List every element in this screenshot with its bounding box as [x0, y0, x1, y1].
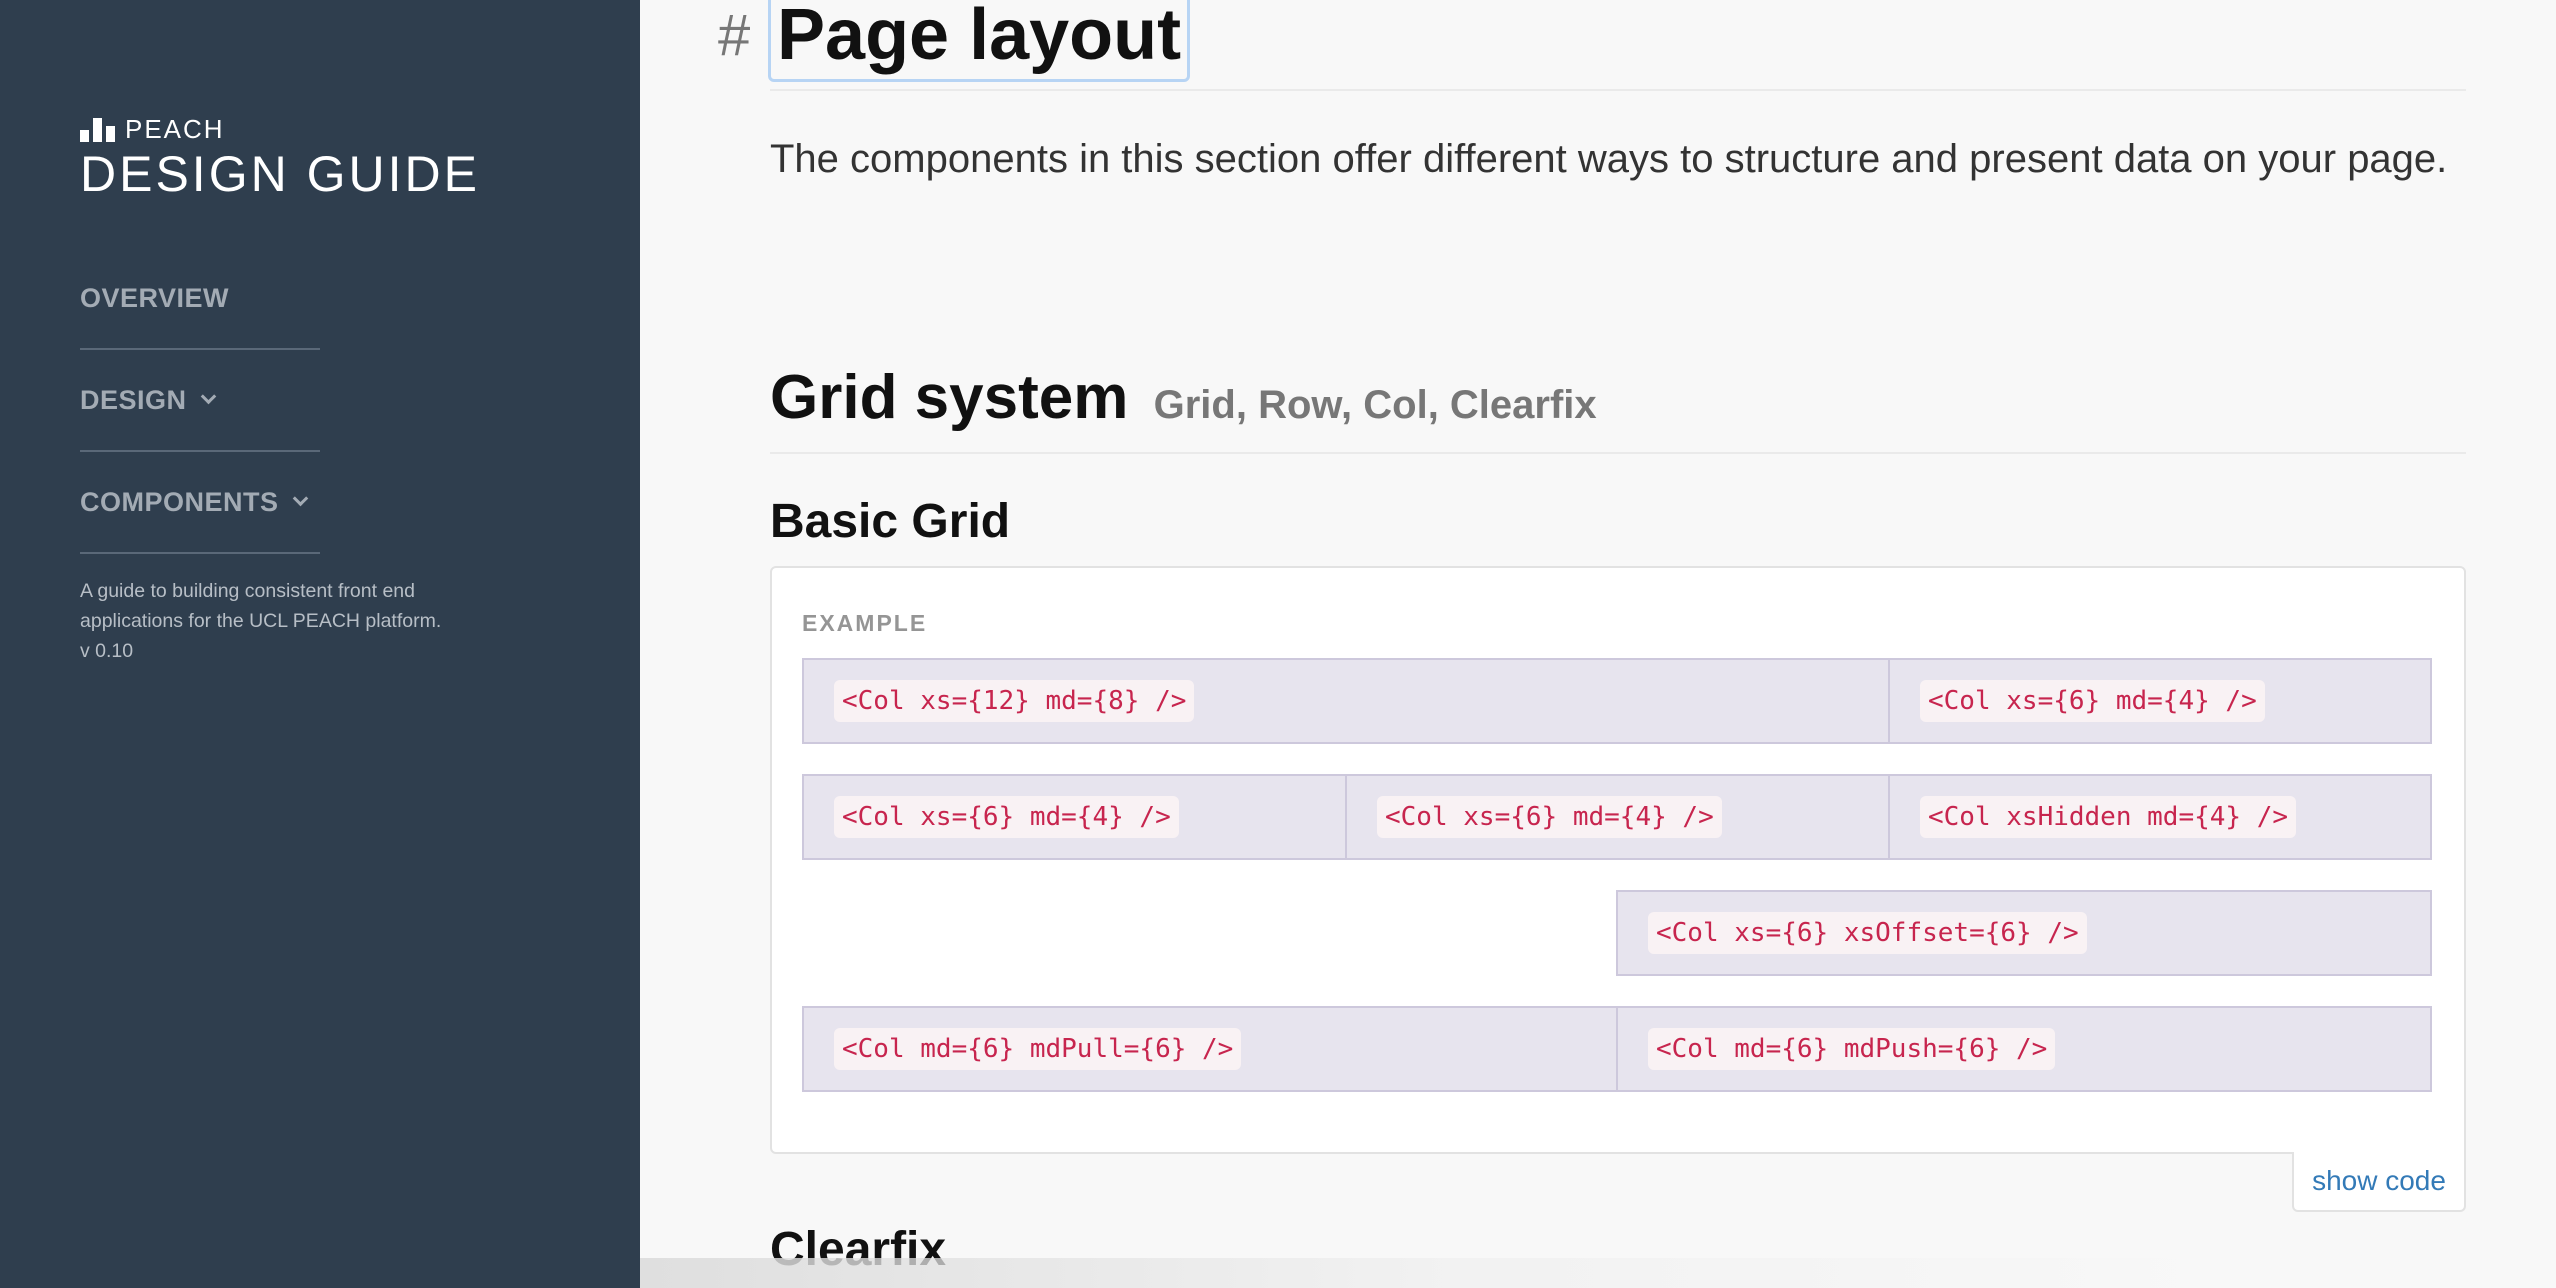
grid-col: <Col xs={6} md={4} />: [1888, 658, 2432, 744]
anchor-hash-link[interactable]: #: [718, 3, 751, 68]
nav-item-design[interactable]: DESIGN: [80, 350, 320, 452]
show-code-button[interactable]: show code: [2292, 1152, 2466, 1212]
divider: [770, 89, 2466, 91]
subsection-heading-basic-grid: Basic Grid: [770, 495, 1011, 548]
nav-item-label: OVERVIEW: [80, 282, 230, 313]
bar-chart-icon: [80, 118, 115, 142]
main-content: # Page layout The components in this sec…: [640, 0, 2556, 1288]
grid-col: <Col xs={6} md={4} />: [802, 774, 1347, 860]
grid-col: <Col md={6} mdPull={6} />: [802, 1006, 1618, 1092]
nav-item-overview[interactable]: OVERVIEW: [80, 248, 320, 350]
heading-subtitle: Grid, Row, Col, Clearfix: [1153, 383, 1597, 427]
code-snippet: <Col xs={6} xsOffset={6} />: [1648, 912, 2087, 954]
chevron-down-icon: [292, 490, 308, 506]
example-panel: EXAMPLE <Col xs={12} md={8} /> <Col xs={…: [770, 566, 2466, 1154]
logo-title: DESIGN GUIDE: [80, 146, 480, 202]
logo-brand: PEACH: [125, 114, 225, 144]
nav-item-components[interactable]: COMPONENTS: [80, 452, 320, 554]
chevron-down-icon: [200, 388, 216, 404]
grid-col: <Col xs={12} md={8} />: [802, 658, 1890, 744]
grid-col: <Col md={6} mdPush={6} />: [1616, 1006, 2432, 1092]
sidebar-nav: OVERVIEW DESIGN COMPONENTS: [80, 248, 320, 554]
nav-item-label: DESIGN: [80, 384, 187, 415]
code-snippet: <Col md={6} mdPull={6} />: [834, 1028, 1242, 1070]
grid-col: <Col xs={6} xsOffset={6} />: [1616, 890, 2432, 976]
scroll-shadow: [640, 1258, 2240, 1288]
sidebar-description: A guide to building consistent front end…: [80, 576, 500, 666]
logo[interactable]: PEACH DESIGN GUIDE: [80, 112, 480, 202]
code-snippet: <Col xsHidden md={4} />: [1920, 796, 2297, 838]
description-line: applications for the UCL PEACH platform.: [80, 610, 442, 632]
lead-paragraph: The components in this section offer dif…: [770, 137, 2448, 181]
page-title: Page layout: [768, 0, 1191, 82]
version-text: v 0.10: [80, 640, 134, 662]
section-heading-grid-system: Grid system Grid, Row, Col, Clearfix: [770, 362, 1597, 433]
grid-col: <Col xsHidden md={4} />: [1888, 774, 2432, 860]
example-label: EXAMPLE: [802, 610, 928, 636]
nav-item-label: COMPONENTS: [80, 486, 279, 517]
code-snippet: <Col xs={6} md={4} />: [834, 796, 1179, 838]
divider: [770, 452, 2466, 454]
description-line: A guide to building consistent front end: [80, 580, 415, 602]
code-snippet: <Col xs={12} md={8} />: [834, 680, 1195, 722]
heading-text: Grid system: [770, 363, 1129, 432]
code-snippet: <Col md={6} mdPush={6} />: [1648, 1028, 2056, 1070]
sidebar: PEACH DESIGN GUIDE OVERVIEW DESIGN COMPO…: [0, 0, 640, 1288]
grid-col: <Col xs={6} md={4} />: [1345, 774, 1890, 860]
code-snippet: <Col xs={6} md={4} />: [1377, 796, 1722, 838]
code-snippet: <Col xs={6} md={4} />: [1920, 680, 2265, 722]
